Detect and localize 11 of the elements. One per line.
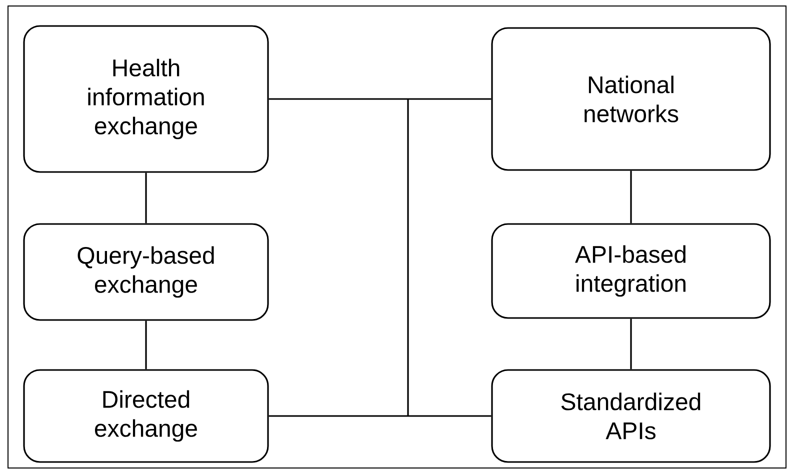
connector-line [268,98,492,417]
process-box: Standardized APIs [491,369,771,463]
process-box: Directed exchange [23,369,269,463]
process-box: National networks [491,27,771,171]
connector-line [630,170,632,224]
process-box: Health information exchange [23,25,269,173]
process-box: Query-based exchange [23,223,269,321]
connector-line [630,318,632,370]
connector-line [145,172,147,224]
process-box: API-based integration [491,223,771,319]
connector-line [145,320,147,370]
